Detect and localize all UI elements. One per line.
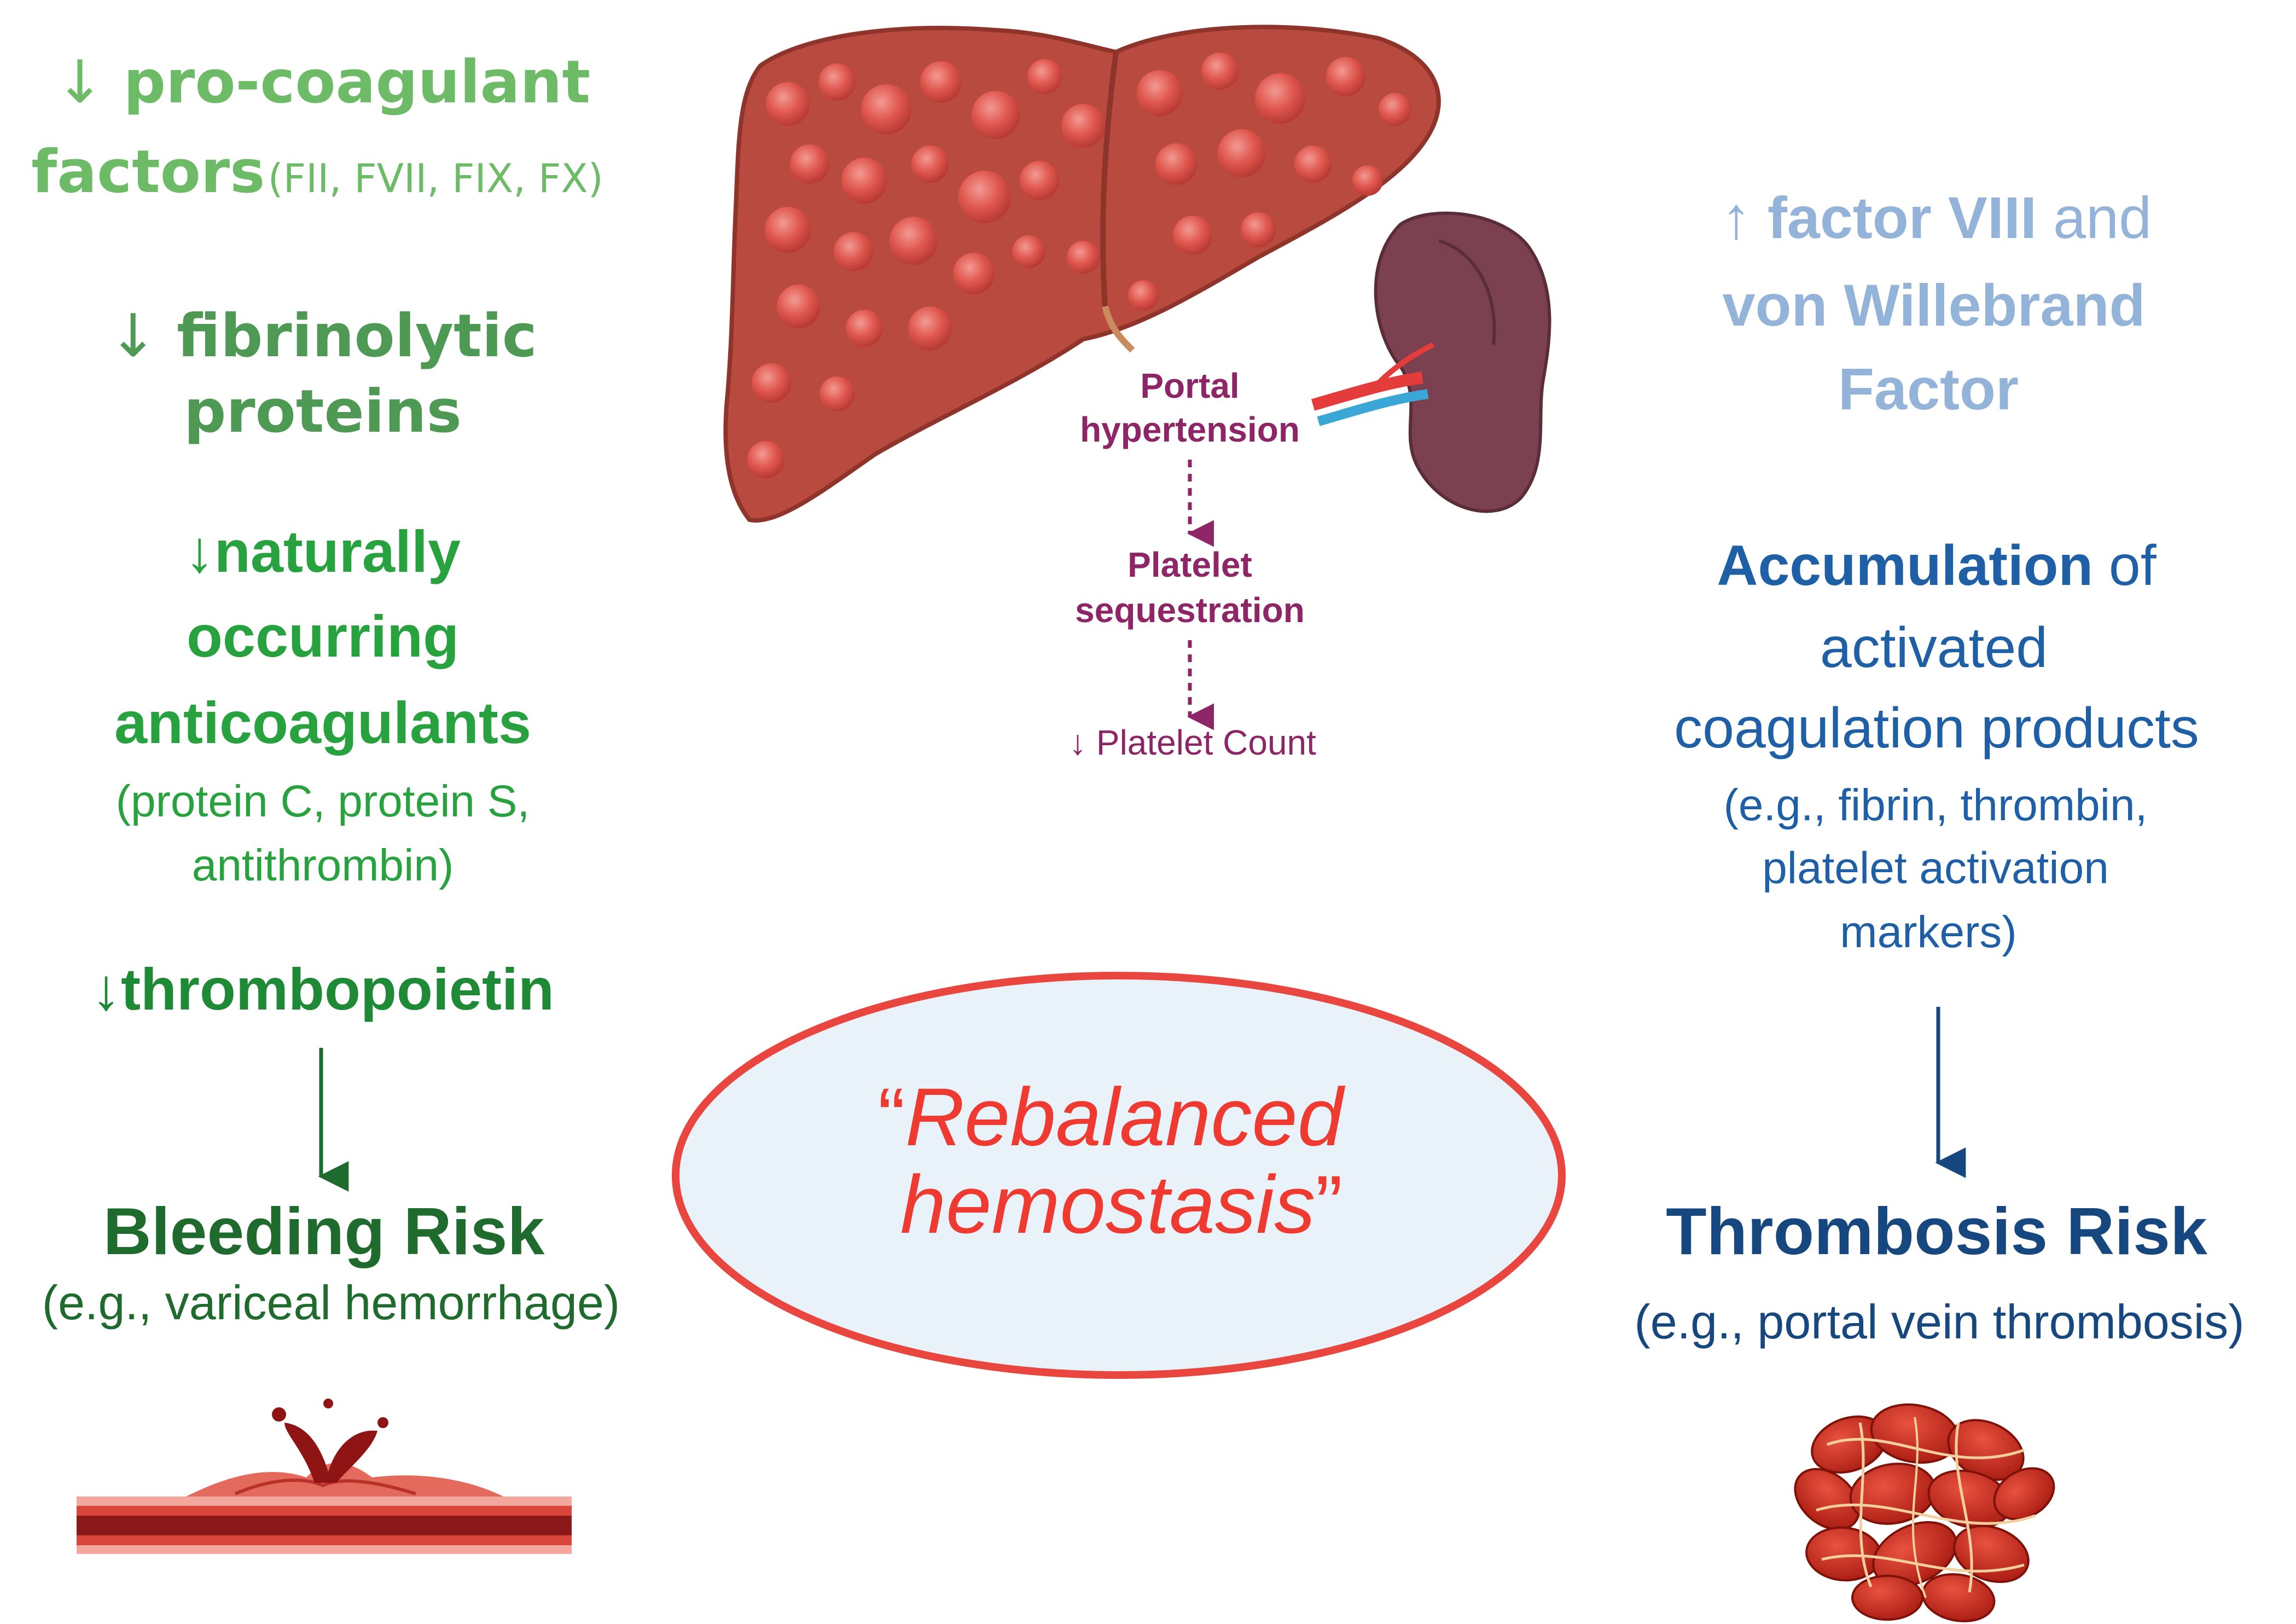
liver-nodule — [1241, 212, 1276, 247]
liver-nodule — [1137, 70, 1183, 116]
rebalanced-line1: “Rebalanced — [877, 1071, 1344, 1163]
red-blood-cell — [1794, 1468, 1861, 1531]
liver-illustration-icon — [723, 25, 1441, 523]
blood-clot-icon — [1794, 1403, 2055, 1622]
platelet-sequestration-line2: sequestration — [1075, 590, 1305, 630]
thrombopoietin-label: ↓thrombopoietin — [91, 956, 554, 1022]
liver-nodule — [1201, 53, 1239, 90]
liver-nodule — [953, 253, 995, 294]
fibrinolytic-line2: proteins — [184, 378, 462, 446]
liver-nodule — [766, 82, 810, 126]
liver-nodule — [1067, 241, 1100, 274]
accum-line3: coagulation products — [1674, 697, 2199, 760]
down-arrow-icon: ↓ — [91, 956, 121, 1022]
anticoag-detail1: (protein C, protein S, — [115, 776, 530, 826]
down-arrow-icon: ↓ — [184, 518, 214, 584]
liver-nodule — [920, 61, 962, 103]
accum-detail1: (e.g., fibrin, thrombin, — [1723, 780, 2148, 830]
red-blood-cell — [1870, 1403, 1960, 1464]
liver-nodule — [890, 217, 938, 265]
factor8-line3: Factor — [1838, 356, 2019, 422]
anticoag-detail2: antithrombin) — [191, 840, 454, 890]
rebalanced-oval — [672, 972, 1566, 1379]
accum-line2: activated — [1820, 616, 2048, 680]
red-blood-cell — [1851, 1575, 1923, 1621]
liver-nodule — [841, 158, 887, 204]
liver-nodule — [1326, 57, 1365, 96]
bleeding-vessel-icon — [77, 1399, 572, 1554]
liver-nodule — [1012, 235, 1045, 268]
liver-nodule — [819, 376, 855, 411]
liver-nodule — [1379, 93, 1411, 126]
thrombosis-risk-example: (e.g., portal vein thrombosis) — [1634, 1295, 2245, 1349]
bleeding-risk-title: Bleeding Risk — [103, 1194, 545, 1268]
anticoag-line3: anticoagulants — [114, 689, 532, 756]
anticoag-line2: occurring — [186, 603, 460, 669]
liver-nodule — [1061, 104, 1105, 148]
liver-nodule — [818, 63, 856, 101]
liver-nodule — [1173, 216, 1212, 255]
liver-nodule — [790, 144, 829, 184]
procoag-line2: factors (FII, FVII, FIX, FX) — [31, 138, 603, 206]
liver-nodule — [1218, 129, 1266, 177]
procoag-line1: ↓ pro-coagulant — [55, 48, 591, 117]
portal-hypertension-line2: hypertension — [1080, 410, 1300, 449]
liver-nodule — [1255, 73, 1305, 124]
accum-line1: Accumulation of — [1717, 534, 2157, 598]
platelet-sequestration-line1: Platelet — [1127, 545, 1252, 584]
portal-hypertension-line1: Portal — [1140, 366, 1240, 405]
factor8-line2: von Willebrand — [1722, 272, 2146, 338]
liver-nodule — [972, 91, 1020, 139]
liver-nodule — [1155, 143, 1197, 185]
bleeding-risk-example: (e.g., variceal hemorrhage) — [42, 1275, 620, 1330]
down-arrow-icon: ↓ — [55, 48, 105, 117]
rebalanced-line2: hemostasis” — [900, 1158, 1343, 1250]
liver-nodule — [908, 306, 952, 350]
liver-nodule — [1027, 59, 1062, 94]
liver-nodule — [958, 171, 1011, 223]
factor8-line1: ↑ factor VIII and — [1721, 184, 2152, 251]
liver-nodule — [765, 207, 811, 253]
accum-detail2: platelet activation — [1762, 843, 2109, 893]
liver-nodule — [1128, 280, 1159, 311]
accum-detail3: markers) — [1840, 907, 2017, 957]
liver-nodule — [1020, 161, 1059, 200]
liver-nodule — [777, 285, 821, 328]
thrombosis-risk-title: Thrombosis Risk — [1666, 1194, 2207, 1268]
spleen-illustration-icon — [1311, 211, 1551, 513]
liver-nodule — [747, 441, 784, 478]
platelet-count: ↓ Platelet Count — [1069, 723, 1316, 762]
liver-nodule — [911, 146, 949, 183]
anticoag-line1: ↓naturally — [184, 518, 461, 584]
liver-nodule — [861, 84, 911, 135]
liver-nodule — [846, 310, 883, 347]
fibrinolytic-line1: ↓ fibrinolytic — [108, 302, 537, 370]
liver-nodule — [834, 232, 873, 271]
liver-nodule — [1294, 146, 1332, 183]
up-arrow-icon: ↑ — [1721, 184, 1751, 251]
red-blood-cell — [1805, 1526, 1882, 1582]
down-arrow-icon: ↓ — [108, 302, 158, 370]
red-blood-cell — [1993, 1467, 2055, 1521]
liver-nodule — [752, 363, 791, 403]
liver-nodule — [1352, 165, 1383, 196]
